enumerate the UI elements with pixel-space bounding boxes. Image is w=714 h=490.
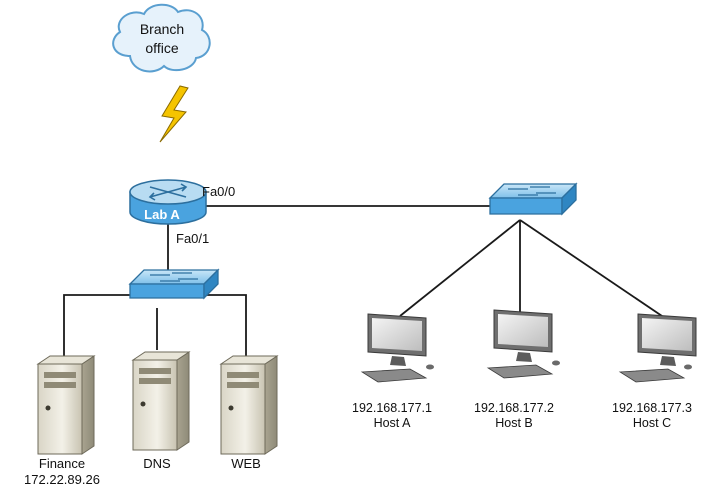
keyboard-icon <box>360 368 428 383</box>
link-switch-to-host-c <box>519 219 663 317</box>
monitor-stand <box>516 352 532 362</box>
link-switch-to-finance <box>63 294 130 360</box>
router-port-fa0-0: Fa0/0 <box>202 184 235 199</box>
mouse-icon <box>426 364 434 370</box>
server-dns[interactable]: DNS <box>131 351 191 471</box>
links <box>63 205 663 360</box>
server-bay <box>44 382 76 388</box>
server-side <box>264 355 278 455</box>
cloud-icon <box>112 3 211 73</box>
switch-front <box>129 283 205 299</box>
switch-arrows-icon <box>508 186 556 196</box>
server-led <box>45 405 51 411</box>
switch-hosts[interactable] <box>488 182 578 216</box>
server-icon <box>220 363 266 455</box>
host-ip: 192.168.177.2 <box>474 401 554 415</box>
router-arrows-icon <box>148 183 188 201</box>
host-c[interactable]: 192.168.177.3 Host C <box>612 313 697 430</box>
router-lab-a[interactable]: Lab A Fa0/0 Fa0/1 <box>129 179 235 246</box>
host-a[interactable]: 192.168.177.1 Host A <box>352 313 434 430</box>
branch-office-cloud[interactable]: Branch office <box>112 3 211 73</box>
server-web[interactable]: WEB <box>219 355 279 471</box>
router-name: Lab A <box>144 207 180 222</box>
server-bay <box>227 372 259 378</box>
monitor-screen <box>642 318 692 351</box>
host-name: Host B <box>495 416 533 430</box>
mouse-icon <box>684 364 692 370</box>
wan-lightning-icon <box>159 85 189 143</box>
server-led <box>228 405 234 411</box>
switch-top <box>488 183 578 199</box>
mouse-icon <box>552 360 560 366</box>
switch-servers[interactable] <box>128 268 220 300</box>
server-bay <box>44 372 76 378</box>
switch-front <box>489 197 563 215</box>
switch-side <box>203 268 219 300</box>
host-b[interactable]: 192.168.177.2 Host B <box>474 309 560 430</box>
server-finance[interactable]: Finance 172.22.89.26 <box>24 355 100 487</box>
monitor-screen <box>498 314 548 347</box>
switch-arrows-icon <box>150 272 198 282</box>
server-icon <box>37 363 83 455</box>
switch-side <box>561 182 577 216</box>
router-port-fa0-1: Fa0/1 <box>176 231 209 246</box>
server-bay <box>139 368 171 374</box>
server-name: DNS <box>143 456 171 471</box>
keyboard-icon <box>486 364 554 379</box>
cloud-label-line1: Branch <box>140 21 184 37</box>
server-bay <box>227 382 259 388</box>
cloud-label-line2: office <box>145 40 178 56</box>
host-name: Host A <box>374 416 411 430</box>
monitor-stand <box>390 356 406 366</box>
server-name: Finance <box>39 456 85 471</box>
server-side <box>176 351 190 451</box>
link-switch-to-web <box>205 294 247 358</box>
server-icon <box>132 359 178 451</box>
server-ip: 172.22.89.26 <box>24 472 100 487</box>
host-ip: 192.168.177.3 <box>612 401 692 415</box>
keyboard-icon <box>618 368 686 383</box>
server-name: WEB <box>231 456 261 471</box>
server-bay <box>139 378 171 384</box>
monitor-stand <box>660 356 676 366</box>
link-switch-to-host-a <box>399 219 521 317</box>
server-side <box>81 355 95 455</box>
host-ip: 192.168.177.1 <box>352 401 432 415</box>
host-name: Host C <box>633 416 671 430</box>
monitor-screen <box>372 318 422 351</box>
server-led <box>140 401 146 407</box>
switch-top <box>128 269 220 285</box>
